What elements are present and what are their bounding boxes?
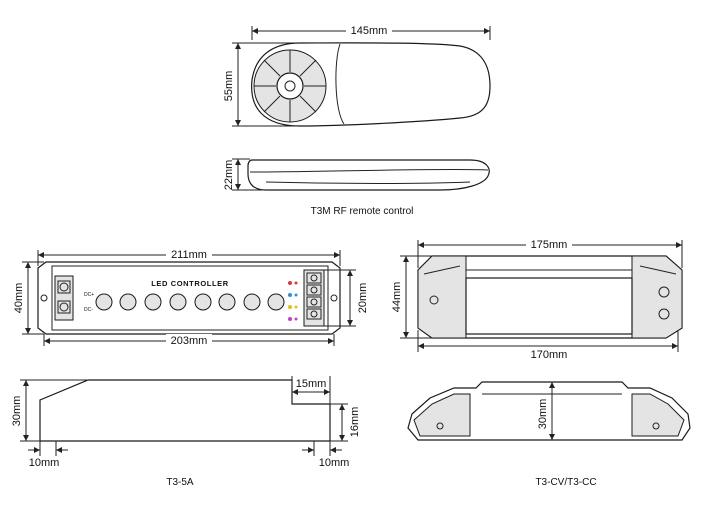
t35a-side-view xyxy=(39,379,331,442)
t35a-indicators xyxy=(288,281,298,321)
remote-width-label: 145mm xyxy=(351,25,388,37)
remote-thickness-dimension: 22mm xyxy=(223,158,262,191)
remote-height-dimension: 55mm xyxy=(223,42,298,127)
t35a-right-foot-dimension: 10mm xyxy=(302,441,349,469)
t35a-top-view: DC+ DC- LED CONTROLLER xyxy=(37,261,341,335)
t35a-height-dimension: 40mm xyxy=(13,261,44,335)
t35a-button xyxy=(194,293,212,311)
t3cv-height-dimension: 44mm xyxy=(391,255,432,339)
t3cv-height-label: 44mm xyxy=(391,282,403,313)
t35a-inner-label: 203mm xyxy=(171,335,208,347)
t3cv-side-view xyxy=(407,381,691,441)
t35a-left-foot-label: 10mm xyxy=(29,457,60,469)
t35a-indicator-dot xyxy=(288,293,292,297)
t35a-overall-label: 211mm xyxy=(171,249,207,261)
remote-top-view xyxy=(251,42,491,127)
t35a-indicator-dot xyxy=(288,317,292,321)
remote-caption: T3M RF remote control xyxy=(311,206,414,217)
t35a-right-foot-label: 10mm xyxy=(319,457,350,469)
t35a-button xyxy=(243,293,261,311)
remote-side-view xyxy=(247,159,490,191)
t35a-step-height-label: 16mm xyxy=(349,407,361,438)
t35a-terminal-label: 20mm xyxy=(357,283,369,314)
t3cv-overall-label: 175mm xyxy=(531,239,568,251)
t35a-inner-dimension: 203mm xyxy=(43,334,335,347)
t35a-side-height-dimension: 30mm xyxy=(11,379,88,442)
t3cv-inner-dimension: 170mm xyxy=(417,330,679,361)
t3cv-caption: T3-CV/T3-CC xyxy=(535,477,596,488)
t35a-button-row xyxy=(95,293,285,311)
t35a-step-dimension: 15mm xyxy=(291,376,331,404)
t35a-left-foot-dimension: 10mm xyxy=(28,441,68,469)
remote-center-button xyxy=(276,72,304,100)
t35a-indicator-dot xyxy=(288,305,292,309)
t3cv-overall-dimension: 175mm xyxy=(417,238,683,268)
t35a-button xyxy=(218,293,236,311)
t35a-button xyxy=(119,293,137,311)
t3cv-side-height-dimension: 30mm xyxy=(537,382,555,440)
t3cv-top-view xyxy=(417,255,683,339)
t35a-height-label: 40mm xyxy=(13,283,25,314)
t35a-right-terminal xyxy=(303,269,325,327)
t35a-button xyxy=(267,293,285,311)
t35a-panel-text: LED CONTROLLER xyxy=(151,279,229,288)
t35a-button xyxy=(144,293,162,311)
remote-thickness-label: 22mm xyxy=(223,160,235,191)
t35a-terminal-dimension: 20mm xyxy=(324,269,369,327)
t3cv-side-height-label: 30mm xyxy=(537,399,549,430)
t3cv-inner-label: 170mm xyxy=(531,349,568,361)
t3cv-center-panel xyxy=(465,277,633,335)
t35a-indicator-dot xyxy=(288,281,292,285)
t35a-button xyxy=(169,293,187,311)
svg-text:DC-: DC- xyxy=(84,307,93,313)
t35a-side-height-label: 30mm xyxy=(11,396,23,427)
t35a-caption: T3-5A xyxy=(166,477,194,488)
remote-width-dimension: 145mm xyxy=(251,24,491,40)
t35a-step-height-dimension: 16mm xyxy=(330,403,361,442)
svg-text:DC+: DC+ xyxy=(84,292,94,298)
t35a-step-label: 15mm xyxy=(296,378,327,390)
remote-height-label: 55mm xyxy=(223,71,235,102)
t35a-button xyxy=(95,293,113,311)
t35a-overall-dimension: 211mm xyxy=(37,248,341,266)
